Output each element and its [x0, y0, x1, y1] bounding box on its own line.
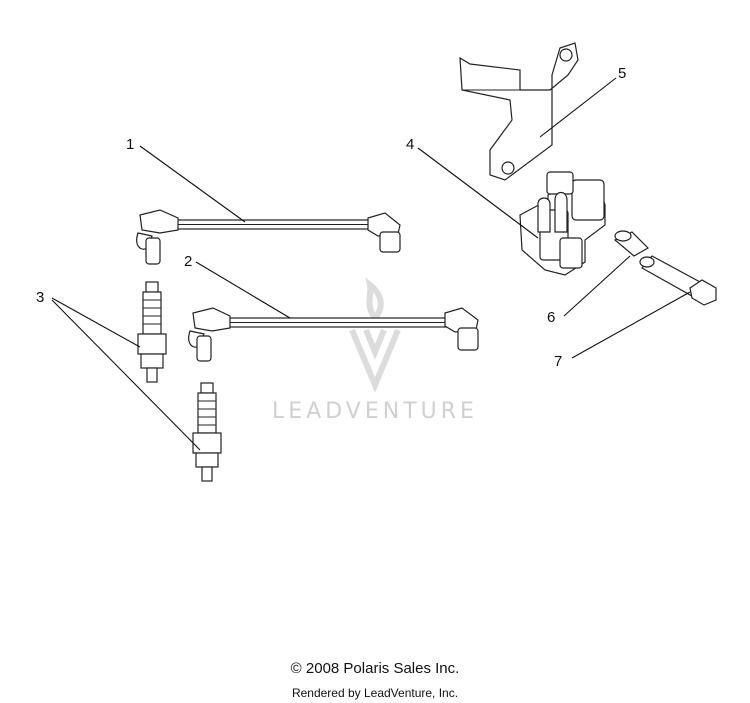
- leader-4: [417, 147, 539, 239]
- callout-5: 5: [618, 65, 626, 82]
- callout-7: 7: [554, 353, 562, 370]
- part-3-spark-plug-lower: [192, 382, 222, 482]
- callout-2: 2: [184, 253, 192, 270]
- leader-7: [571, 291, 691, 359]
- callout-1: 1: [126, 136, 134, 153]
- part-5-mounting-bracket: [459, 42, 579, 181]
- leader-3a: [51, 297, 141, 348]
- rendered-by-text: Rendered by LeadVenture, Inc.: [291, 686, 459, 700]
- leader-1: [139, 145, 246, 223]
- callout-3: 3: [36, 289, 44, 306]
- leader-6: [563, 255, 631, 317]
- part-2-spark-plug-wire: [188, 307, 479, 362]
- leader-5: [539, 77, 617, 138]
- watermark-text: LEADVENTURE: [272, 399, 478, 424]
- leadventure-watermark: LEADVENTURE: [272, 277, 478, 424]
- leader-lines: [51, 77, 691, 451]
- part-3-spark-plug-upper: [137, 281, 167, 383]
- callout-6: 6: [547, 309, 555, 326]
- part-4-ignition-coil: [519, 171, 606, 276]
- leader-3b: [51, 299, 201, 451]
- leadventure-logo-icon: [349, 277, 401, 393]
- part-6-spacer: [613, 230, 649, 257]
- copyright-text: © 2008 Polaris Sales Inc.: [290, 660, 460, 677]
- part-1-spark-plug-wire: [136, 209, 401, 265]
- leader-2: [195, 261, 291, 319]
- part-7-bolt: [639, 255, 717, 306]
- callout-4: 4: [406, 136, 414, 153]
